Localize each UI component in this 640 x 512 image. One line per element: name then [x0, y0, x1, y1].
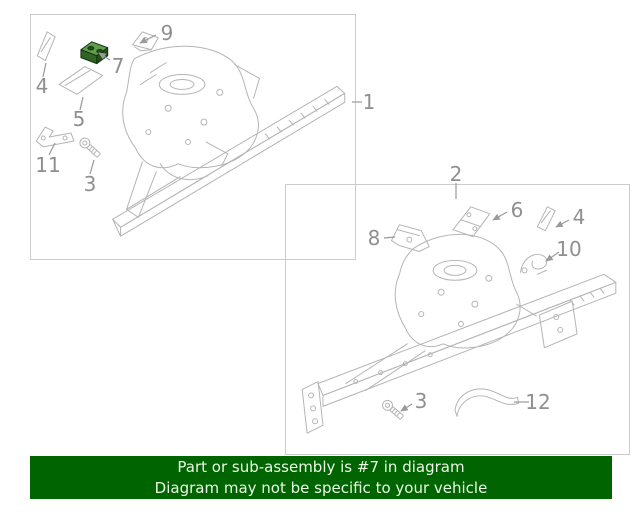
diagram-2-frame: [285, 184, 630, 455]
diagram-1-frame: [30, 14, 356, 260]
part-9-bracket: [132, 31, 159, 52]
callout-d2-12[interactable]: 12: [525, 390, 551, 414]
callout-d1-5[interactable]: 5: [72, 107, 86, 131]
part-4-shim-1: [36, 31, 56, 62]
callout-d1-1[interactable]: 1: [362, 90, 376, 114]
callout-d1-3[interactable]: 3: [83, 172, 97, 196]
part-10-clip: [520, 253, 548, 275]
callout-d2-3[interactable]: 3: [414, 389, 428, 413]
part-6-bracket: [452, 206, 491, 238]
callout-d1-7[interactable]: 7: [111, 54, 125, 78]
part-7-highlighted-bracket[interactable]: [80, 41, 109, 65]
callout-d2-2[interactable]: 2: [449, 162, 463, 186]
callout-d2-4[interactable]: 4: [572, 205, 586, 229]
part-3-bolt-1: [79, 137, 101, 158]
part-8-bracket: [390, 224, 430, 253]
part-11-bracket: [35, 126, 75, 148]
notice-banner: Part or sub-assembly is #7 in diagram Di…: [30, 456, 612, 499]
frame-rail-assembly-2: [301, 233, 617, 434]
diagram-2-art: [301, 206, 617, 434]
callout-d2-8[interactable]: 8: [367, 226, 381, 250]
diagram-1-art: [35, 31, 346, 237]
banner-line-2: Diagram may not be specific to your vehi…: [154, 479, 488, 497]
callout-d2-10[interactable]: 10: [556, 237, 582, 261]
part-5-plate: [58, 66, 104, 95]
frame-rail-assembly-1: [112, 45, 346, 237]
callout-d2-6[interactable]: 6: [510, 198, 524, 222]
banner-line-1: Part or sub-assembly is #7 in diagram: [177, 458, 465, 476]
part-4-shim-2: [536, 206, 556, 232]
callout-d1-9[interactable]: 9: [160, 21, 174, 45]
part-3-bolt-2: [382, 399, 404, 420]
callout-d1-11[interactable]: 11: [35, 153, 61, 177]
callout-d1-4[interactable]: 4: [35, 74, 49, 98]
part-12-hook: [454, 388, 520, 417]
